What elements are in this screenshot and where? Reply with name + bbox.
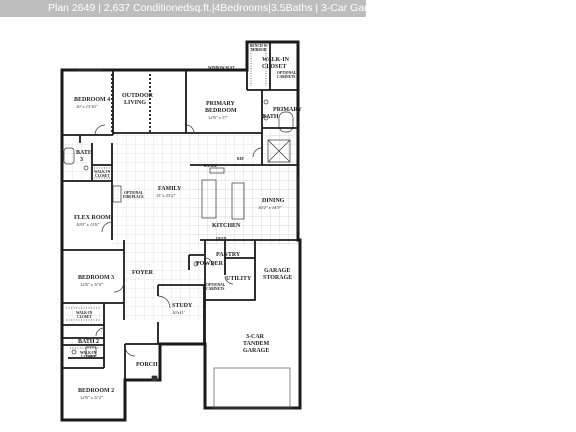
study-label: STUDY (172, 303, 193, 309)
porch-label: PORCH (136, 362, 158, 368)
bedroom4-label: BEDROOM 4 (74, 97, 110, 103)
bath2-label: BATH 2 (78, 339, 99, 345)
walkin-b3-label-1: WALK-IN (76, 311, 93, 315)
garage-label-3: GARAGE (243, 348, 269, 354)
pantry-label: PANTRY (216, 252, 241, 258)
plan-title: Plan 2649 | 2,637 Conditionedsq.ft.|4Bed… (48, 2, 386, 14)
range-label: RANGE (204, 164, 218, 168)
bedroom3-dims: 12'6" x 11'0" (80, 282, 103, 287)
powder-label: POWDER (196, 261, 224, 267)
ref-label: REF (237, 157, 245, 161)
garage-storage-label-2: STORAGE (263, 275, 292, 281)
flex-room-label: FLEX ROOM (74, 215, 111, 221)
garage-storage-label-1: GARAGE (264, 268, 290, 274)
utility-label: UTILITY (226, 276, 252, 282)
family-label: FAMILY (158, 186, 182, 192)
optional-cabinets-mid-1: OPTIONAL (206, 283, 226, 287)
walkin-b2-label-2: CLOSET (81, 355, 96, 359)
primary-walkin-label-1: WALK-IN (262, 57, 290, 63)
optional-cabinets-top-1: OPTIONAL (277, 71, 297, 75)
door-swings (94, 124, 263, 357)
walkin-b2-label-1: WALK-IN (80, 351, 97, 355)
oven-label: OVEN (216, 237, 227, 241)
primary-bedroom-dims: 12'6" x 17' (208, 115, 228, 120)
optional-cabinets-mid-2: CABINETS (206, 287, 224, 291)
walkin-b3-label-2: CLOSET (77, 315, 92, 319)
interior-walls (62, 42, 300, 408)
primary-bedroom-label-1: PRIMARY (206, 101, 235, 107)
optional-fireplace-1: OPTIONAL (124, 191, 144, 195)
tiled-floor (62, 128, 298, 358)
walkin-b4-label-2: CLOSET (95, 174, 110, 178)
bath3-label-2: 3 (80, 157, 83, 163)
bath3-label-1: BATH (76, 150, 93, 156)
foyer-label: FOYER (132, 270, 154, 276)
plan-header-bar: Plan 2649 | 2,637 Conditionedsq.ft.|4Bed… (0, 0, 385, 17)
dining-label: DINING (262, 198, 285, 204)
optional-cabinets-top-2: CABINETS (277, 75, 295, 79)
family-dims: 15' x 23'2" (156, 193, 175, 198)
primary-bedroom-label-2: BEDROOM (205, 108, 237, 114)
room-labels: BEDROOM 4 10' x 13'10" OUTDOOR LIVING PR… (74, 44, 302, 400)
bedroom4-dims: 10' x 13'10" (76, 104, 98, 109)
study-dims: 10'x11' (172, 310, 186, 315)
garage-label-2: TANDEM (243, 341, 270, 347)
primary-walkin-label-2: CLOSET (262, 64, 286, 70)
bedroom3-label: BEDROOM 3 (78, 275, 114, 281)
fixtures (63, 48, 299, 409)
outdoor-living-label-1: OUTDOOR (122, 93, 154, 99)
walkin-b4-label-1: WALK-IN (94, 170, 111, 174)
mirror-note-1: BENCH W/ (250, 44, 269, 48)
outdoor-living-label-2: LIVING (124, 100, 146, 106)
window-seat-label: WINDOW SEAT (208, 66, 235, 70)
bedroom2-label: BEDROOM 2 (78, 388, 114, 394)
mirror-note-2: MIRROR (251, 48, 267, 52)
primary-bath-label-2: BATH (262, 114, 279, 120)
garage-label-1: 3-CAR (246, 334, 265, 340)
flex-room-dims: 10'0" x 13'6" (76, 222, 100, 227)
optional-fireplace-2: FIREPLACE (123, 195, 144, 199)
kitchen-label: KITCHEN (212, 223, 241, 229)
primary-bath-label-1: PRIMARY (273, 107, 302, 113)
dining-dims: 10'2" x 14'3" (258, 205, 282, 210)
bedroom2-dims: 12'6" x 11'2" (80, 395, 103, 400)
